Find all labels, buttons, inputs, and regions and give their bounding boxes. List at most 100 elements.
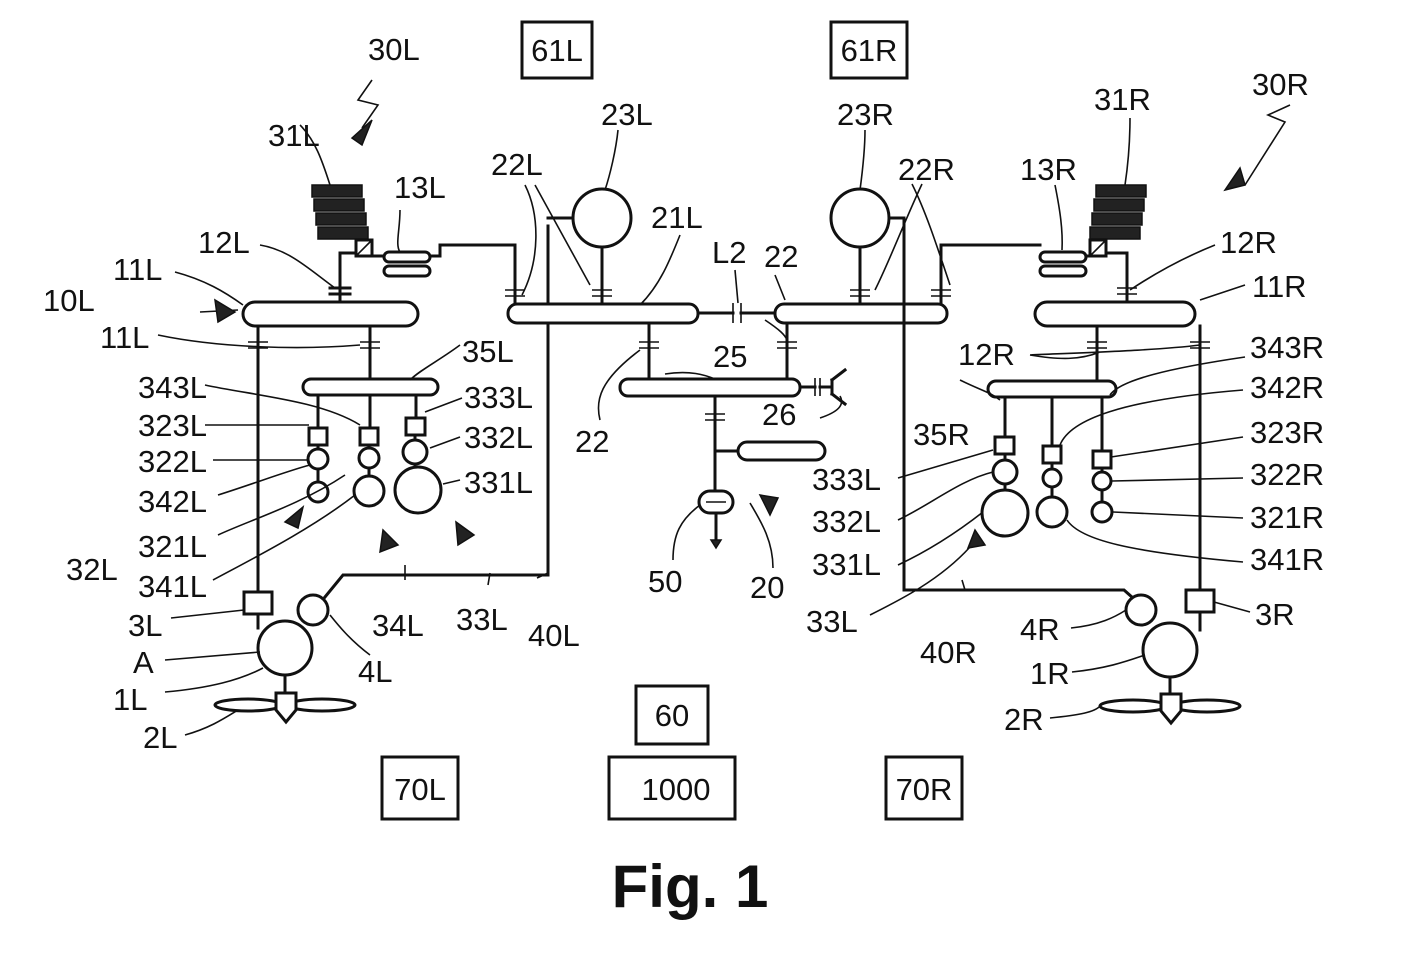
label-2R: 2R [1004, 702, 1044, 737]
label-35R: 35R [913, 417, 970, 452]
bus-25 [620, 379, 800, 396]
label-343R: 343R [1250, 330, 1324, 365]
battery-31R [1090, 185, 1146, 256]
label-31R: 31R [1094, 82, 1151, 117]
arrow-30R [1225, 168, 1245, 190]
label-12L: 12L [198, 225, 250, 260]
module-342R [1043, 446, 1061, 463]
box-61R-label: 61R [841, 33, 898, 68]
cell-331R [982, 490, 1028, 536]
label-11L-top: 11L [113, 252, 162, 287]
label-2L: 2L [143, 720, 177, 755]
label-23L: 23L [601, 97, 653, 132]
label-10L: 10L [43, 283, 95, 318]
cell-332L [403, 440, 427, 464]
arrow-32L [285, 507, 303, 528]
label-50: 50 [648, 564, 682, 599]
label-L2: L2 [712, 235, 746, 270]
label-1R: 1R [1030, 656, 1070, 691]
cell-341R [1037, 497, 1067, 527]
label-22L: 22L [491, 147, 543, 182]
label-3L: 3L [128, 608, 162, 643]
label-30R: 30R [1252, 67, 1309, 102]
converter-13R [1040, 252, 1090, 276]
label-4R: 4R [1020, 612, 1060, 647]
module-343L [360, 428, 378, 445]
box-70L-label: 70L [394, 772, 446, 807]
label-332L: 332L [464, 420, 533, 455]
label-12R-mid: 12R [958, 337, 1015, 372]
label-341R: 341R [1250, 542, 1324, 577]
label-34L: 34L [372, 608, 424, 643]
label-22-top: 22 [764, 239, 798, 274]
bus-35L [303, 379, 438, 395]
box-1000-label: 1000 [642, 772, 711, 807]
label-A: A [133, 645, 154, 680]
bus-11R [1035, 302, 1195, 326]
bus-21L [508, 304, 698, 323]
figure-caption: Fig. 1 [612, 853, 769, 920]
box-70R-label: 70R [896, 772, 953, 807]
label-31L: 31L [268, 118, 320, 153]
label-25: 25 [713, 339, 747, 374]
label-321R: 321R [1250, 500, 1324, 535]
label-323L: 323L [138, 408, 207, 443]
sensor-4R [1126, 595, 1156, 625]
label-321L: 321L [138, 529, 207, 564]
propeller-2L [215, 693, 355, 722]
label-323R: 323R [1250, 415, 1324, 450]
label-12R-top: 12R [1220, 225, 1277, 260]
cell-321L [308, 482, 328, 502]
label-13R: 13R [1020, 152, 1077, 187]
label-35L: 35L [462, 334, 514, 369]
controller-3L [244, 592, 272, 614]
label-40R: 40R [920, 635, 977, 670]
controller-3R [1186, 590, 1214, 612]
bus-11L [243, 302, 418, 326]
label-332L-right: 332L [812, 504, 881, 539]
arrow-10L [215, 300, 235, 322]
module-323L [309, 428, 327, 445]
label-33L: 33L [456, 602, 508, 637]
battery-31L [312, 185, 372, 256]
label-322R: 322R [1250, 457, 1324, 492]
label-21L: 21L [651, 200, 703, 235]
generator-23L [573, 189, 631, 247]
label-331L-right: 331L [812, 547, 881, 582]
label-3R: 3R [1255, 597, 1295, 632]
cell-322L [308, 449, 328, 469]
arrow-34L [380, 530, 398, 552]
label-26: 26 [762, 397, 796, 432]
label-13L: 13L [394, 170, 446, 205]
sensor-4L [298, 595, 328, 625]
converter-13L [372, 245, 515, 292]
box-61L-label: 61L [531, 33, 583, 68]
label-331L: 331L [464, 465, 533, 500]
motor-1L [258, 621, 312, 675]
cell-342L [359, 448, 379, 468]
arrow-33R [968, 530, 985, 548]
cell-331L [395, 467, 441, 513]
module-323R [1093, 451, 1111, 468]
module-333L [406, 418, 425, 435]
label-4L: 4L [358, 654, 392, 689]
label-22R: 22R [898, 152, 955, 187]
label-11R: 11R [1252, 269, 1307, 304]
label-22-bottom: 22 [575, 424, 609, 459]
cell-343R [1043, 469, 1061, 487]
label-343L: 343L [138, 370, 207, 405]
propeller-2R [1100, 694, 1240, 723]
box-60-label: 60 [655, 698, 689, 733]
label-341L: 341L [138, 569, 207, 604]
label-23R: 23R [837, 97, 894, 132]
label-40L: 40L [528, 618, 580, 653]
module-333R [995, 437, 1014, 454]
bus-21R [775, 304, 947, 323]
label-32L: 32L [66, 552, 118, 587]
bus-35R [988, 381, 1116, 397]
cell-332R [993, 460, 1017, 484]
label-11L-mid: 11L [100, 320, 149, 355]
label-333L: 333L [464, 380, 533, 415]
arrow-20 [760, 495, 778, 515]
